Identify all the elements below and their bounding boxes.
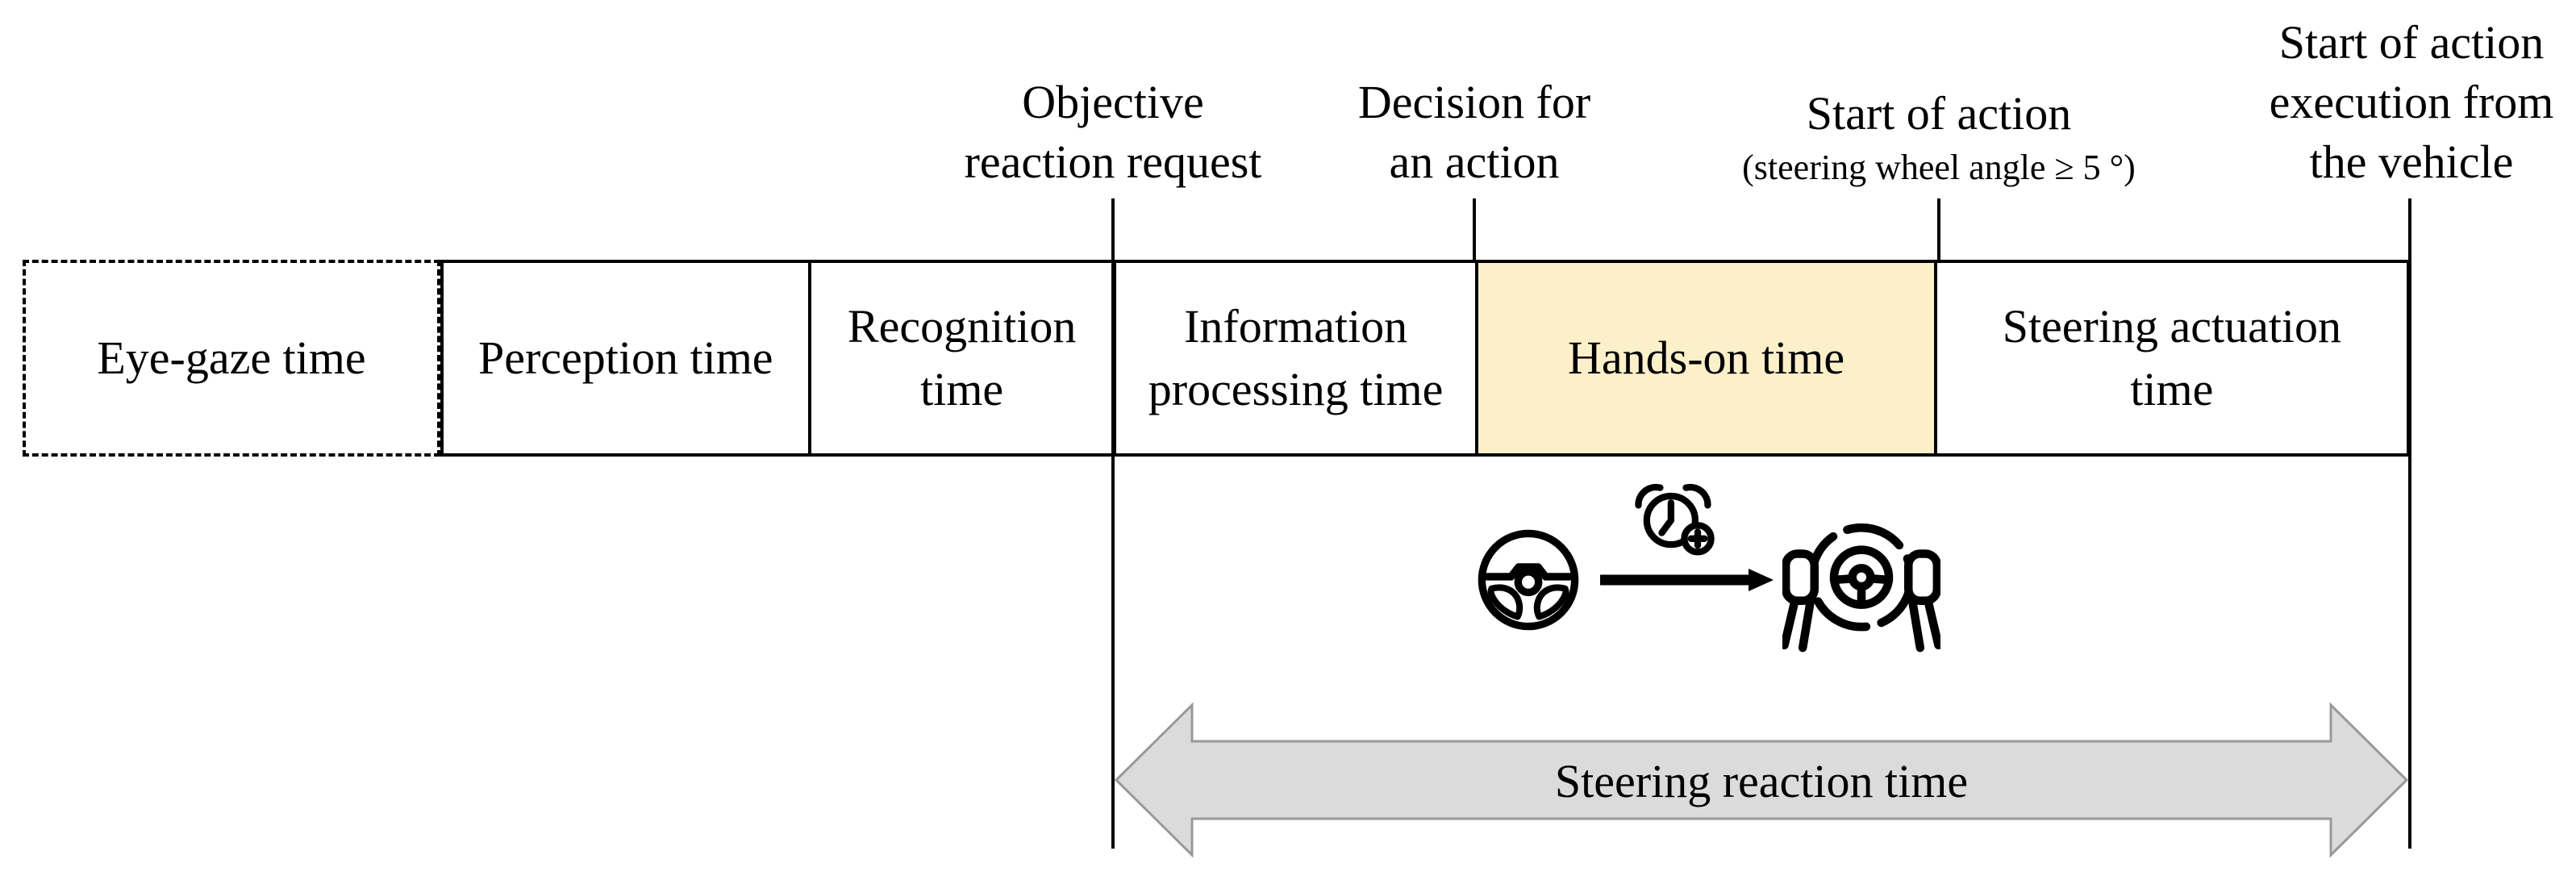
phase-recognition-time: Recognition time	[807, 263, 1113, 453]
phase-label-line: time	[920, 363, 1004, 415]
phase-steering-actuation-time: Steering actuation time	[1933, 263, 2407, 453]
milestone-text-line: Decision for	[1357, 76, 1591, 128]
milestone-objective-reaction-request: Objective reaction request	[965, 73, 1262, 192]
phase-label: Information processing time	[1148, 295, 1444, 421]
phase-row: Perception time Recognition time Informa…	[440, 260, 2410, 457]
double-arrow-shape	[1114, 702, 2409, 858]
milestone-text-line: Start of action	[1806, 87, 2072, 140]
milestone-text-line: Objective	[1022, 76, 1204, 128]
arrow-right-icon	[1600, 568, 1774, 592]
phase-label: Recognition time	[848, 295, 1077, 421]
phase-information-processing-time: Information processing time	[1112, 263, 1476, 453]
milestone-subtext: (steering wheel angle ≥ 5 °)	[1742, 148, 2136, 187]
steering-wheel-icon	[1474, 526, 1582, 634]
tick-decision	[1473, 198, 1476, 261]
phase-label-line: time	[2130, 363, 2214, 415]
steering-reaction-span-arrow	[1113, 702, 2410, 861]
phase-perception-time: Perception time	[444, 263, 808, 453]
phase-label: Perception time	[477, 332, 773, 384]
phase-label: Eye-gaze time	[97, 332, 366, 384]
milestone-start-of-action: Start of action (steering wheel angle ≥ …	[1742, 84, 2136, 192]
phase-label-line: Steering actuation	[2002, 300, 2342, 352]
clock-plus-icon	[1628, 478, 1721, 561]
phase-label: Steering actuation time	[2003, 295, 2341, 421]
phase-label-line: processing time	[1148, 363, 1444, 415]
tick-start-of-action	[1937, 198, 1940, 261]
milestone-text-line: an action	[1389, 136, 1560, 188]
milestone-decision-for-action: Decision for an action	[1358, 73, 1590, 192]
steering-reaction-time-label: Steering reaction time	[1554, 755, 1969, 807]
milestone-labels: Objective reaction request Decision for …	[0, 0, 2576, 195]
phase-eye-gaze-time: Eye-gaze time	[23, 260, 440, 457]
reference-line-vehicle	[2408, 198, 2411, 849]
reference-line-objective	[1111, 198, 1115, 849]
milestone-text-line: execution from	[2269, 76, 2554, 128]
phase-label-line: Recognition	[847, 300, 1077, 352]
milestone-text-line: the vehicle	[2309, 136, 2514, 188]
milestone-action-execution-vehicle: Start of action execution from the vehic…	[2270, 13, 2554, 192]
phase-label: Hands-on time	[1568, 332, 1845, 384]
phase-label-line: Information	[1184, 300, 1408, 352]
milestone-text-line: reaction request	[964, 136, 1262, 188]
phase-hands-on-time: Hands-on time	[1475, 263, 1934, 453]
hands-on-wheel-icon	[1782, 515, 1940, 658]
milestone-text-line: Start of action	[2278, 16, 2545, 69]
